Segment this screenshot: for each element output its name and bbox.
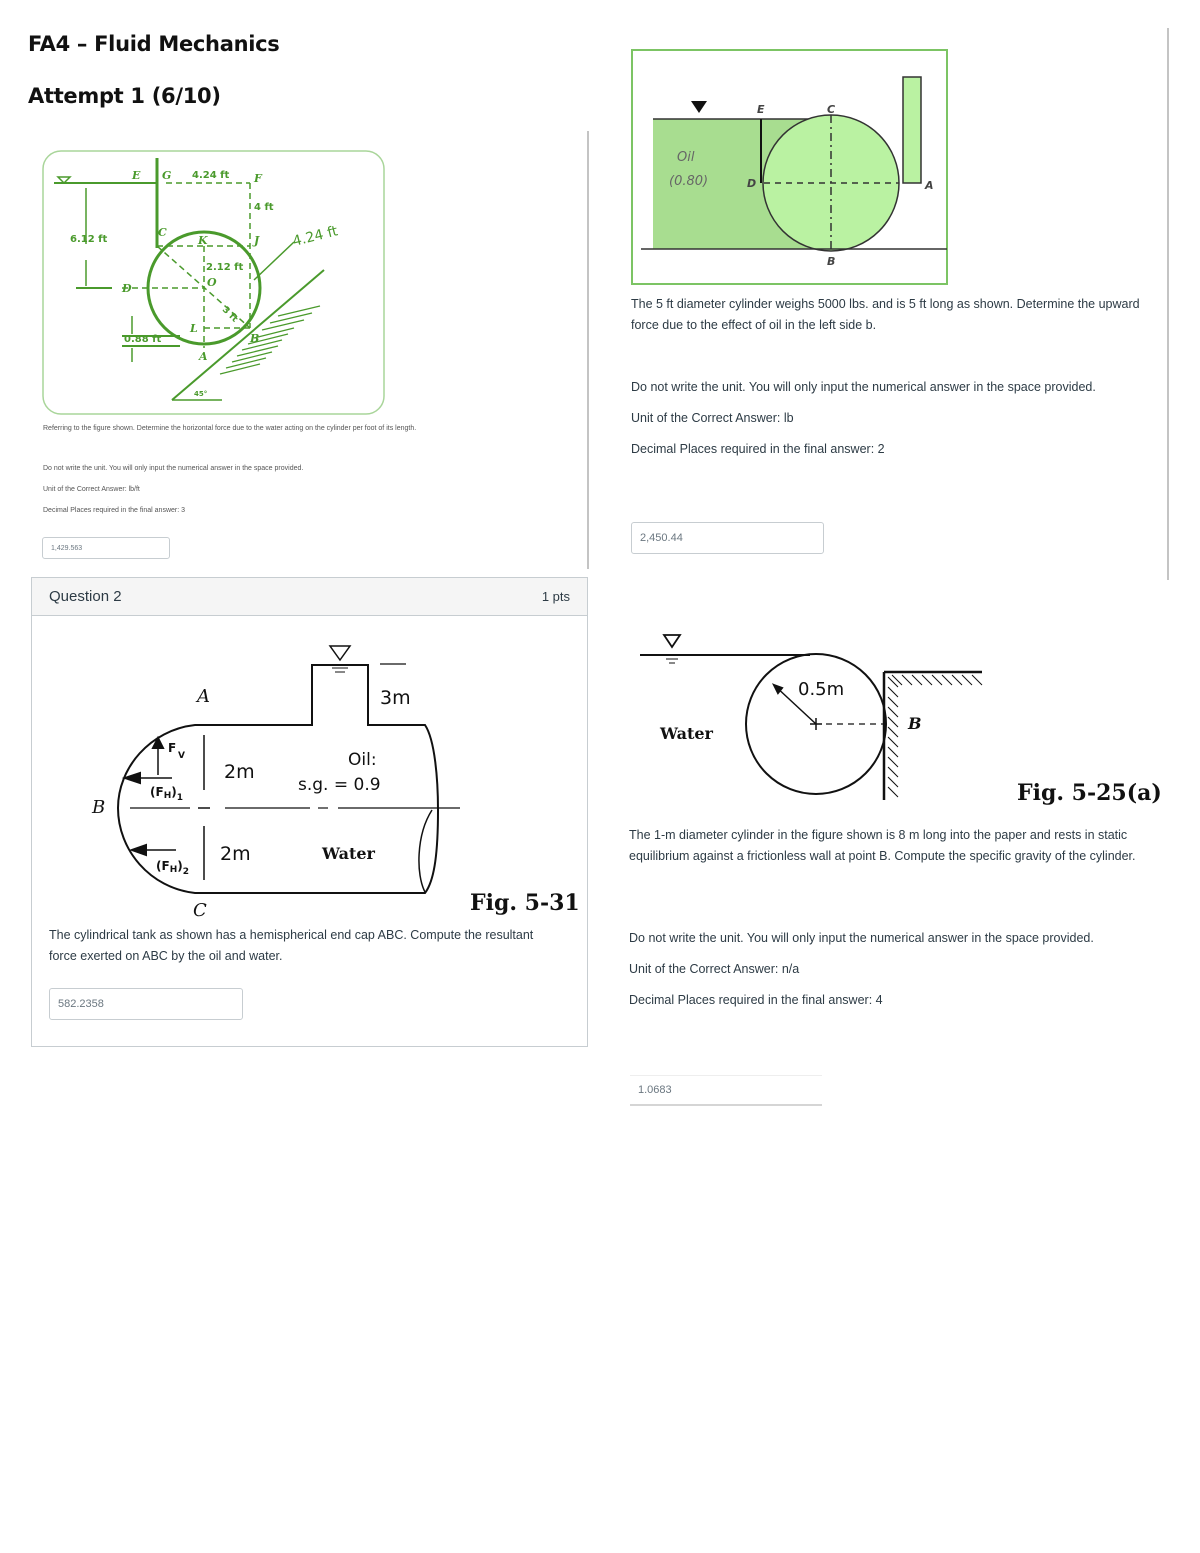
q1-answer-input[interactable]: 1,429.563 xyxy=(42,537,170,559)
label-A: A xyxy=(924,179,934,192)
dim-2m-water: 2m xyxy=(220,843,251,865)
oil-note: Do not write the unit. You will only inp… xyxy=(631,380,1096,394)
sg-unit: Unit of the Correct Answer: n/a xyxy=(629,962,800,976)
fv-subscript: V xyxy=(178,751,185,761)
dim-2m-oil: 2m xyxy=(224,761,255,783)
oil-unit: Unit of the Correct Answer: lb xyxy=(631,411,794,425)
dim-bottom: 0.88 ft xyxy=(124,334,162,345)
label-C: C xyxy=(158,226,167,239)
water-label: Water xyxy=(659,724,714,743)
label-K: K xyxy=(197,234,208,247)
water-label: Water xyxy=(321,844,376,863)
dim-fj: 4 ft xyxy=(254,202,274,213)
question-2-header: Question 2 1 pts xyxy=(32,578,587,616)
oil-answer-input[interactable]: 2,450.44 xyxy=(631,522,824,554)
label-D: D xyxy=(747,177,756,190)
label-F: F xyxy=(253,172,263,185)
question-2-points: 1 pts xyxy=(541,589,570,604)
dim-3m: 3m xyxy=(380,687,411,709)
label-G: G xyxy=(162,169,171,182)
sg-decimals: Decimal Places required in the final ans… xyxy=(629,993,883,1007)
label-A: A xyxy=(195,686,210,707)
fh1-label: (FH)1 xyxy=(150,785,183,803)
oil-label: Oil xyxy=(677,150,695,165)
document-title: FA4 – Fluid Mechanics xyxy=(28,32,280,56)
q2-answer-input[interactable]: 582.2358 xyxy=(49,988,243,1020)
tank-figure: A B C 3m 2m 2m Oil: s.g. = 0.9 Water F V… xyxy=(91,645,460,920)
q1-question-text: Referring to the figure shown. Determine… xyxy=(43,425,417,432)
label-A: A xyxy=(198,350,208,363)
label-E: E xyxy=(757,103,765,116)
q1-unit: Unit of the Correct Answer: lb/ft xyxy=(43,486,140,493)
label-C: C xyxy=(193,900,207,920)
q1-decimals: Decimal Places required in the final ans… xyxy=(43,507,186,514)
right-card-border xyxy=(1167,28,1169,580)
oil-sg-label: (0.80) xyxy=(669,174,708,189)
label-D: D xyxy=(121,282,132,295)
label-O: O xyxy=(207,276,217,289)
label-B: B xyxy=(827,255,835,268)
attempt-label: Attempt 1 (6/10) xyxy=(28,84,221,108)
label-B: B xyxy=(249,332,259,345)
sg-note: Do not write the unit. You will only inp… xyxy=(629,931,1094,945)
q1-card-border xyxy=(587,131,589,569)
oil-question-text: The 5 ft diameter cylinder weighs 5000 l… xyxy=(631,297,1140,332)
fig-5-25a-caption: Fig. 5-25(a) xyxy=(1017,780,1162,806)
label-C: C xyxy=(827,103,835,116)
radius-label: 0.5m xyxy=(798,679,844,700)
fv-label: F xyxy=(168,741,176,755)
label-E: E xyxy=(131,169,141,182)
label-B: B xyxy=(91,797,105,818)
sg-answer-input[interactable]: 1.0683 xyxy=(630,1075,822,1106)
oil-decimals: Decimal Places required in the final ans… xyxy=(631,442,885,456)
label-J: J xyxy=(252,234,260,247)
fig-5-31-caption: Fig. 5-31 xyxy=(470,890,580,916)
question-2-card: Question 2 1 pts xyxy=(31,577,588,1047)
oil-sg: s.g. = 0.9 xyxy=(298,775,381,795)
dim-depth: 6.12 ft xyxy=(70,234,108,245)
oil-cylinder-figure: Oil (0.80) E C D A B xyxy=(631,49,948,285)
label-B: B xyxy=(907,714,922,733)
question-2-label: Question 2 xyxy=(49,588,122,605)
label-L: L xyxy=(189,322,198,335)
dim-gf: 4.24 ft xyxy=(192,170,230,181)
sg-question-text: The 1-m diameter cylinder in the figure … xyxy=(629,828,1136,863)
q1-note: Do not write the unit. You will only inp… xyxy=(43,465,304,472)
q1-figure-cylinder-incline: E G F C K J D O L B A 4.24 ft 4 ft 6.12 … xyxy=(42,150,385,415)
q2-question-text: The cylindrical tank as shown has a hemi… xyxy=(49,928,534,963)
angle-label: 45° xyxy=(194,390,207,398)
oil-label: Oil: xyxy=(348,750,377,770)
dim-ko: 2.12 ft xyxy=(206,262,244,273)
fh2-label: (FH)2 xyxy=(156,859,189,877)
cylinder-wall-figure: 0.5m Water B xyxy=(640,634,983,800)
